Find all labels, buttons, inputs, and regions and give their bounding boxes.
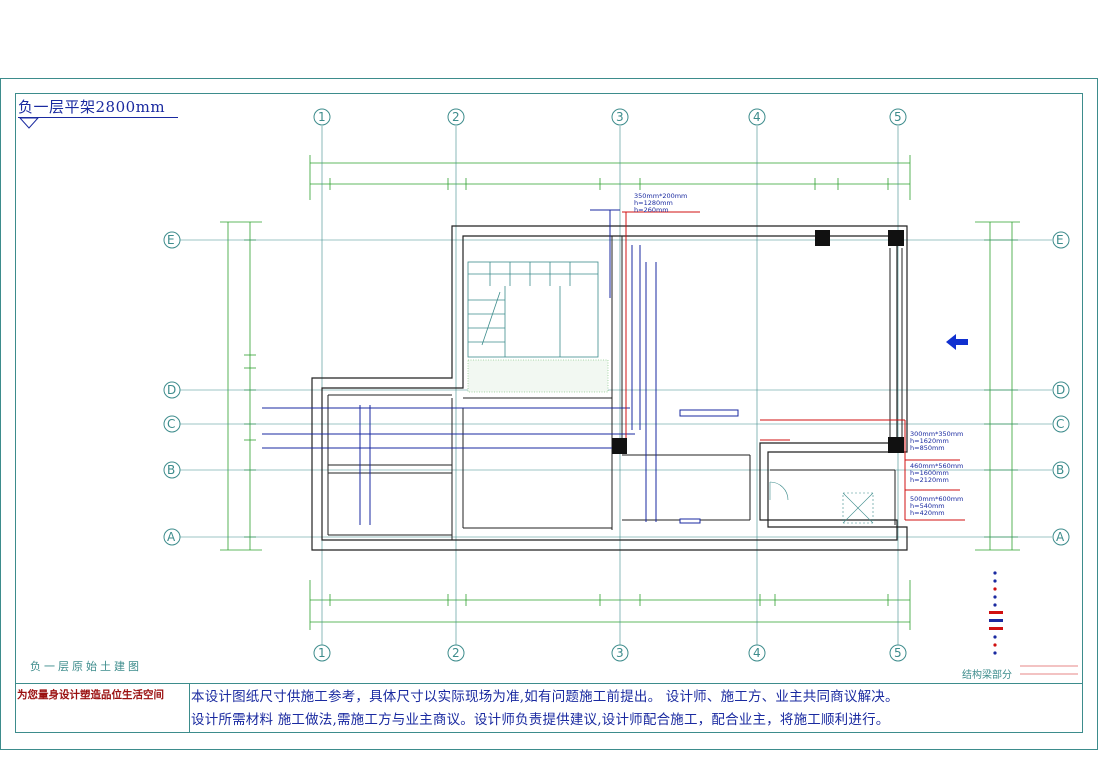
axis-label: 4 — [753, 646, 761, 660]
axis-bubble-right-B: B — [1052, 461, 1070, 479]
axis-label: E — [1056, 233, 1064, 247]
beam-note-size: 300mm*350mm — [910, 430, 963, 438]
company-slogan: 为您量身设计塑造品位生活空间 — [17, 689, 164, 701]
column — [888, 437, 904, 453]
axis-label: 1 — [318, 110, 326, 124]
drawing-title: 负一层平架2800mm — [18, 98, 166, 116]
axis-lines — [180, 126, 1052, 645]
company-cell: 为您量身设计塑造品位生活空间 — [15, 684, 190, 733]
inner-frame — [15, 93, 1083, 733]
beam-note-h1: h=1620mm — [910, 437, 949, 445]
axis-bubble-top-2: 2 — [447, 108, 465, 126]
dimension-left — [220, 221, 262, 551]
axis-bubble-right-C: C — [1052, 415, 1070, 433]
axis-label: 5 — [894, 110, 902, 124]
beam-note-h2: h=850mm — [910, 444, 945, 452]
structure-legend — [1020, 665, 1078, 675]
staircase — [467, 261, 599, 358]
fine-print — [17, 708, 187, 726]
axis-bubble-right-E: E — [1052, 231, 1070, 249]
beam-note-h1: h=1280mm — [634, 199, 673, 207]
beam-note-h2: h=2120mm — [910, 476, 949, 484]
axis-label: D — [1056, 383, 1065, 397]
legend-symbols — [989, 571, 1003, 655]
axis-label: 3 — [616, 646, 624, 660]
beam-note-size: 460mm*560mm — [910, 462, 963, 470]
dimension-right — [975, 221, 1020, 551]
column — [888, 230, 904, 246]
axis-label: 5 — [894, 646, 902, 660]
dimension-bottom — [309, 580, 911, 630]
axis-bubble-bottom-2: 2 — [447, 644, 465, 662]
structural-columns — [612, 230, 904, 454]
axis-label: 4 — [753, 110, 761, 124]
axis-label: 3 — [616, 110, 624, 124]
left-arrow-icon — [946, 334, 968, 350]
beam-note-size: 500mm*600mm — [910, 495, 963, 503]
axis-label: C — [1056, 417, 1064, 431]
interior-walls — [327, 236, 903, 540]
exterior-walls — [311, 225, 908, 551]
axis-bubble-left-B: B — [163, 461, 181, 479]
drawing-subtitle: 负一层原始土建图 — [30, 660, 142, 673]
axis-bubble-bottom-4: 4 — [748, 644, 766, 662]
beam-note-h1: h=540mm — [910, 502, 945, 510]
structure-label: 结构梁部分 — [962, 670, 1012, 681]
column — [815, 230, 830, 246]
axis-label: A — [1056, 530, 1065, 544]
axis-bubble-left-D: D — [163, 381, 181, 399]
axis-bubble-top-3: 3 — [611, 108, 629, 126]
axis-bubble-top-1: 1 — [313, 108, 331, 126]
outer-frame — [0, 78, 1098, 750]
pipes — [262, 209, 657, 525]
axis-bubble-right-A: A — [1052, 528, 1070, 546]
beam-notes: 350mm*200mm h=1280mm h=260mm 300mm*350mm… — [634, 192, 963, 517]
axis-bubble-left-A: A — [163, 528, 181, 546]
axis-label: D — [167, 383, 176, 397]
axis-bubble-top-5: 5 — [889, 108, 907, 126]
beam-note-size: 350mm*200mm — [634, 192, 687, 200]
column — [612, 438, 627, 454]
axis-label: A — [167, 530, 176, 544]
construction-note-line-2: 设计所需材料 施工做法,需施工方与业主商议。设计师负责提供建议,设计师配合施工，… — [191, 712, 890, 728]
axis-label: B — [1056, 463, 1064, 477]
axis-bubble-left-E: E — [163, 231, 181, 249]
beam-lines — [622, 211, 965, 521]
axis-bubble-right-D: D — [1052, 381, 1070, 399]
radiator — [679, 409, 739, 524]
axis-label: 1 — [318, 646, 326, 660]
axis-label: C — [167, 417, 175, 431]
axis-label: 2 — [452, 110, 460, 124]
beam-note-h2: h=260mm — [634, 206, 669, 214]
construction-note-line-1: 本设计图纸尺寸供施工参考，具体尺寸以实际现场为准,如有问题施工前提出。 设计师、… — [191, 689, 899, 705]
door-swing — [769, 481, 789, 501]
axis-bubble-left-C: C — [163, 415, 181, 433]
title-block: 为您量身设计塑造品位生活空间 本设计图纸尺寸供施工参考，具体尺寸以实际现场为准,… — [15, 683, 1083, 733]
axis-label: E — [167, 233, 175, 247]
axis-label: 2 — [452, 646, 460, 660]
axis-bubble-top-4: 4 — [748, 108, 766, 126]
beam-note-h2: h=420mm — [910, 509, 945, 517]
axis-bubble-bottom-5: 5 — [889, 644, 907, 662]
beam-note-h1: h=1600mm — [910, 469, 949, 477]
title-underline — [18, 117, 178, 118]
axis-bubble-bottom-3: 3 — [611, 644, 629, 662]
dimension-top — [309, 155, 911, 200]
axis-bubble-bottom-1: 1 — [313, 644, 331, 662]
axis-label: B — [167, 463, 175, 477]
hatch-zone — [467, 359, 609, 393]
title-flag — [18, 117, 40, 129]
shaft — [842, 492, 874, 524]
